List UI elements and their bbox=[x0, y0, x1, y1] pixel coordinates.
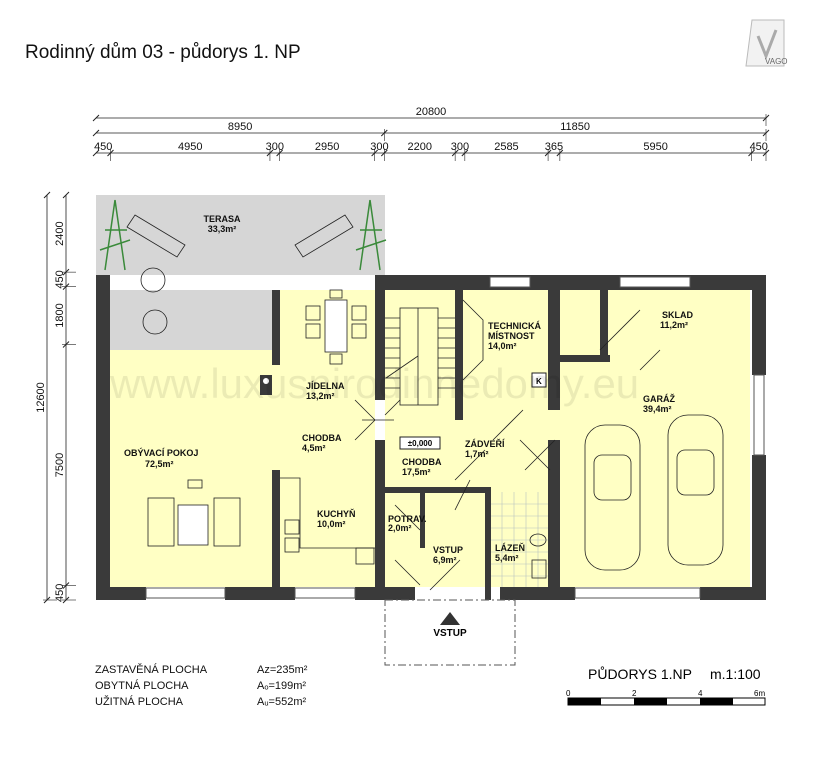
dimension-value: 450 bbox=[94, 141, 112, 153]
room-sklad-area: 11,2m² bbox=[660, 320, 688, 330]
dimension-value: 2950 bbox=[315, 141, 339, 153]
room-kuchyn-name: KUCHYŇ bbox=[317, 508, 356, 519]
watermark: www.luxusnirodinnedomy.eu bbox=[109, 360, 639, 407]
scale-bar: 0 2 4 6m bbox=[566, 689, 766, 706]
summary-label: UŽITNÁ PLOCHA bbox=[95, 695, 184, 708]
room-technicka-area: 14,0m² bbox=[488, 341, 517, 351]
summary-value: Aᴢ=235m² bbox=[257, 664, 308, 676]
drawing-title: Rodinný dům 03 - půdorys 1. NP bbox=[25, 42, 301, 63]
dimension-value: 450 bbox=[54, 270, 66, 288]
dimension-tick bbox=[92, 129, 100, 137]
room-zadveri-area: 1,7m² bbox=[465, 449, 489, 459]
summary-label: ZASTAVĚNÁ PLOCHA bbox=[95, 663, 208, 676]
dimension-value: 7500 bbox=[54, 453, 66, 477]
dimension-value: 450 bbox=[750, 141, 768, 153]
dimension-value: 20800 bbox=[416, 106, 447, 118]
room-sklad-name: SKLAD bbox=[662, 310, 693, 320]
room-obyvaci-area: 72,5m² bbox=[145, 459, 174, 469]
room-zadveri-name: ZÁDVEŘÍ bbox=[465, 438, 505, 449]
summary-value: Aₒ=199m² bbox=[257, 680, 306, 692]
cars bbox=[584, 414, 724, 571]
dimension-value: 2585 bbox=[494, 141, 518, 153]
doors bbox=[354, 299, 661, 591]
dimension-value: 2400 bbox=[54, 221, 66, 245]
plan-scale: m.1:100 bbox=[710, 666, 761, 682]
room-technicka-name1: TECHNICKÁ bbox=[488, 321, 541, 331]
covered-terrace bbox=[110, 290, 275, 350]
entrance-label: VSTUP bbox=[433, 628, 467, 639]
scale-label: 2 bbox=[632, 689, 637, 698]
dimension-value: 365 bbox=[545, 141, 563, 153]
room-jidelna-area: 13,2m² bbox=[306, 391, 335, 401]
plan-title: PŮDORYS 1.NP bbox=[588, 665, 692, 682]
room-jidelna-name: JÍDELNA bbox=[306, 381, 345, 391]
room-vstup-area: 6,9m² bbox=[433, 555, 457, 565]
room-potrav-area: 2,0m² bbox=[388, 523, 412, 533]
dimension-value: 4950 bbox=[178, 141, 202, 153]
fireplace: K bbox=[260, 372, 547, 395]
dimension-value: 1800 bbox=[54, 303, 66, 327]
dining-table bbox=[305, 289, 367, 365]
plants bbox=[99, 199, 387, 271]
dimension-tick bbox=[43, 191, 51, 199]
staircase bbox=[385, 307, 455, 406]
scale-label: 4 bbox=[698, 689, 703, 698]
room-vstup-name: VSTUP bbox=[433, 545, 463, 555]
room-obyvaci-name: OBÝVACÍ POKOJ bbox=[124, 447, 198, 458]
room-garaz-area: 39,4m² bbox=[643, 404, 672, 414]
dimension-value: 12600 bbox=[35, 382, 47, 413]
summary-value: Aᵤ=552m² bbox=[257, 696, 306, 708]
room-lazen-area: 5,4m² bbox=[495, 553, 519, 563]
dimension-tick bbox=[62, 191, 70, 199]
dimension-value: 450 bbox=[54, 584, 66, 602]
dimension-value: 11850 bbox=[560, 121, 590, 133]
dimension-value: 5950 bbox=[643, 141, 667, 153]
room-potrav-name: POTRAV. bbox=[388, 514, 427, 524]
room-technicka-name2: MÍSTNOST bbox=[488, 331, 535, 341]
dimension-value: 8950 bbox=[228, 121, 252, 133]
dimension-tick bbox=[92, 114, 100, 122]
room-terasa-area: 33,3m² bbox=[208, 224, 237, 234]
logo-text: VAGO bbox=[765, 57, 788, 66]
area-summary: ZASTAVĚNÁ PLOCHA Aᴢ=235m² OBYTNÁ PLOCHA … bbox=[95, 663, 308, 708]
scale-label: 6m bbox=[754, 689, 765, 698]
room-lazen-name: LÁZEŇ bbox=[495, 542, 525, 553]
room-chodba1-area: 4,5m² bbox=[302, 443, 326, 453]
terrace bbox=[96, 195, 385, 275]
room-chodba2-name: CHODBA bbox=[402, 457, 442, 467]
room-garaz-name: GARÁŽ bbox=[643, 393, 675, 404]
scale-label: 0 bbox=[566, 689, 571, 698]
central-floor bbox=[385, 290, 750, 587]
loungers bbox=[126, 214, 354, 335]
bathroom-tiles bbox=[490, 492, 550, 587]
boiler-label: K bbox=[536, 377, 542, 386]
room-labels: TERASA 33,3m² OBÝVACÍ POKOJ 72,5m² JÍDEL… bbox=[124, 214, 693, 565]
living-room-floor bbox=[110, 350, 275, 587]
vago-logo: VAGO bbox=[745, 19, 788, 67]
windows bbox=[145, 276, 765, 599]
sofa-set bbox=[147, 479, 241, 547]
room-chodba1-name: CHODBA bbox=[302, 433, 342, 443]
dimension-value: 2200 bbox=[407, 141, 431, 153]
room-chodba2-area: 17,5m² bbox=[402, 467, 431, 477]
kitchen-counter bbox=[280, 477, 375, 565]
summary-label: OBYTNÁ PLOCHA bbox=[95, 679, 189, 692]
level-mark: ±0,000 bbox=[408, 439, 433, 448]
bathroom-fixtures bbox=[529, 533, 547, 579]
dimension-tick bbox=[92, 149, 100, 157]
room-terasa-name: TERASA bbox=[203, 214, 241, 224]
entrance-canopy: VSTUP bbox=[384, 599, 516, 666]
room-kuchyn-area: 10,0m² bbox=[317, 519, 346, 529]
